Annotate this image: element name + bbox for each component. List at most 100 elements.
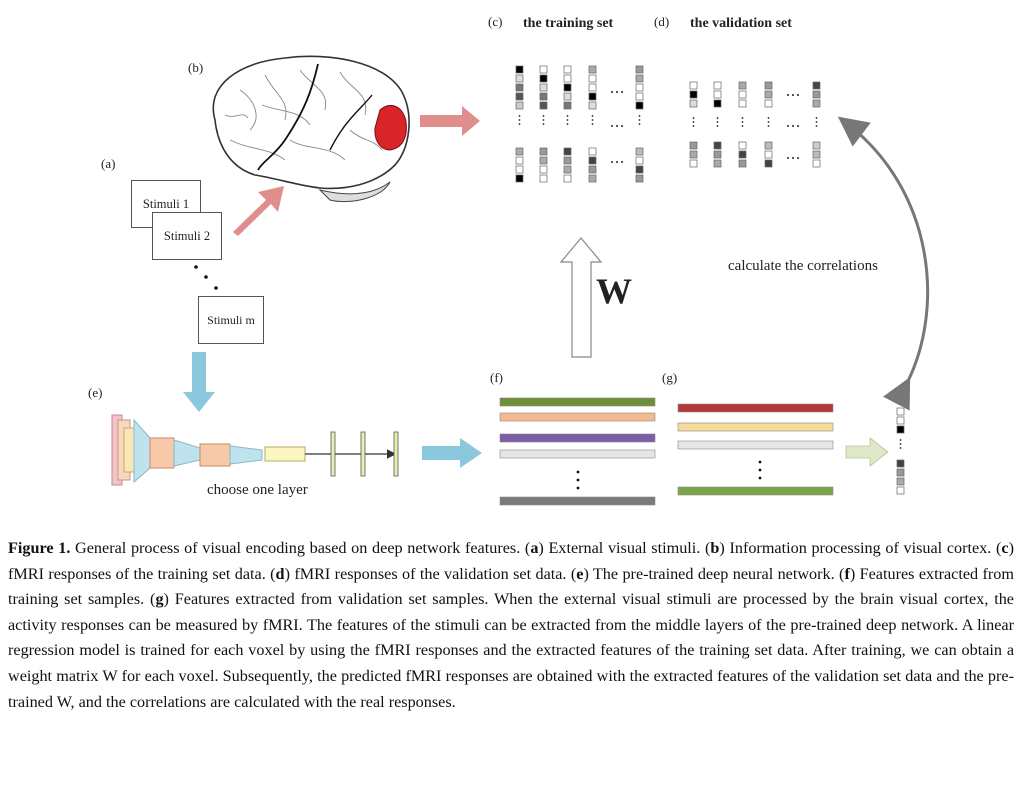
voxel-cell: [539, 165, 548, 174]
correlation-arrow: [837, 116, 930, 411]
voxel-cell: [764, 90, 773, 99]
voxel-cell: [588, 65, 597, 74]
arrow-to-predicted: [845, 437, 889, 467]
voxel-cell: [539, 92, 548, 101]
voxel-cell: [588, 92, 597, 101]
stimulus-card-2: Stimuli 2: [152, 212, 222, 260]
arrow-stimuli-to-brain: [233, 186, 284, 236]
voxel-cell: [738, 159, 747, 168]
diagram: (b) (a) (e) (f) (g) (c) the training set…: [88, 14, 930, 506]
voxel-cell: [812, 150, 821, 159]
voxel-cell: [539, 74, 548, 83]
caption-title: Figure 1.: [8, 539, 71, 557]
caption-text-1: General process of visual encoding based…: [70, 539, 531, 557]
feature-bar: [677, 440, 834, 450]
voxel-cell: [588, 156, 597, 165]
caption-text-6: ) The pre-trained deep neural network. (: [583, 564, 845, 583]
validation-response-grid: [689, 81, 821, 168]
feature-bar: [499, 433, 656, 443]
feature-bar: [499, 397, 656, 407]
voxel-cell: [539, 83, 548, 92]
voxel-cell: [563, 92, 572, 101]
voxel-cell: [812, 90, 821, 99]
voxel-cell: [764, 81, 773, 90]
voxel-cell: [515, 101, 524, 110]
voxel-cell: [689, 159, 698, 168]
predicted-voxel-cell: [896, 416, 905, 425]
voxel-cell: [713, 81, 722, 90]
label-f: (f): [490, 370, 503, 385]
voxel-cell: [588, 101, 597, 110]
feature-bar: [677, 403, 834, 413]
correlation-label: calculate the correlations: [728, 258, 878, 274]
voxel-cell: [539, 156, 548, 165]
caption-letter-a: a: [530, 539, 539, 557]
voxel-cell: [588, 174, 597, 183]
voxel-cell: [713, 159, 722, 168]
brain-illustration: [212, 55, 410, 203]
label-b: (b): [188, 60, 204, 75]
layer-label: choose one layer: [207, 482, 308, 498]
stimulus-1-label: Stimuli 1: [142, 196, 190, 211]
voxel-cell: [812, 141, 821, 150]
feature-bar: [677, 422, 834, 432]
voxel-cell: [635, 101, 644, 110]
voxel-cell: [689, 99, 698, 108]
training-set-header: the training set: [523, 16, 614, 31]
stimulus-card-m: Stimuli m: [198, 296, 264, 344]
voxel-cell: [635, 65, 644, 74]
voxel-cell: [563, 147, 572, 156]
training-response-grid: [515, 65, 644, 183]
training-feature-bars: [499, 397, 656, 506]
arrow-network-to-features: [422, 438, 482, 468]
voxel-cell: [539, 65, 548, 74]
voxel-cell: [515, 147, 524, 156]
feature-bar: [499, 496, 656, 506]
predicted-response-column: [896, 407, 905, 495]
voxel-cell: [713, 150, 722, 159]
voxel-cell: [515, 83, 524, 92]
caption-letter-e: e: [576, 564, 584, 583]
voxel-cell: [689, 81, 698, 90]
voxel-cell: [764, 141, 773, 150]
predicted-voxel-cell: [896, 486, 905, 495]
caption-text-7: ) Features extracted from training set s…: [8, 564, 1014, 609]
arrow-brain-to-responses: [420, 106, 480, 136]
voxel-cell: [713, 99, 722, 108]
predicted-voxel-cell: [896, 425, 905, 434]
voxel-cell: [738, 141, 747, 150]
voxel-cell: [635, 174, 644, 183]
voxel-cell: [515, 174, 524, 183]
voxel-cell: [539, 147, 548, 156]
voxel-cell: [635, 156, 644, 165]
voxel-cell: [635, 74, 644, 83]
voxel-cell: [635, 92, 644, 101]
voxel-cell: [588, 147, 597, 156]
weight-matrix-label: W: [596, 271, 632, 311]
voxel-cell: [515, 65, 524, 74]
voxel-cell: [539, 101, 548, 110]
feature-bar: [677, 486, 834, 496]
label-e: (e): [88, 385, 103, 400]
voxel-cell: [764, 150, 773, 159]
voxel-cell: [738, 150, 747, 159]
voxel-cell: [738, 99, 747, 108]
label-d: (d): [654, 14, 670, 29]
voxel-cell: [588, 165, 597, 174]
caption-text-4: ) fMRI responses of the training set dat…: [8, 539, 1014, 583]
voxel-cell: [764, 159, 773, 168]
caption-text-8: ) Features extracted from validation set…: [8, 590, 1014, 711]
validation-set-header: the validation set: [690, 16, 792, 31]
caption-letter-g: g: [155, 590, 164, 609]
label-a: (a): [101, 156, 116, 171]
feature-bar: [499, 449, 656, 459]
feature-bar: [499, 412, 656, 422]
ellipsis-dots: [194, 265, 762, 490]
voxel-cell: [563, 101, 572, 110]
voxel-cell: [563, 165, 572, 174]
label-g: (g): [662, 370, 678, 385]
voxel-cell: [515, 156, 524, 165]
validation-feature-bars: [677, 403, 834, 496]
voxel-cell: [689, 90, 698, 99]
caption-text-5: ) fMRI responses of the validation set d…: [284, 564, 577, 583]
